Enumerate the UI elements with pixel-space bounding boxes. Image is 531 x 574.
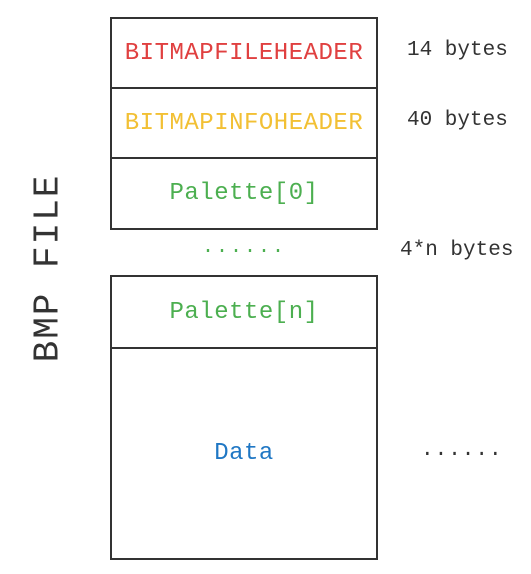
data-size: ...... <box>421 439 503 462</box>
bitmapfileheader-segment: BITMAPFILEHEADER <box>112 19 376 89</box>
data-block: Palette[n] Data <box>110 275 378 560</box>
bmp-file-title: BMP FILE <box>27 173 69 363</box>
data-segment: Data <box>214 440 274 467</box>
palette-last-segment: Palette[n] <box>112 277 376 349</box>
header-block: BITMAPFILEHEADER BITMAPINFOHEADER Palett… <box>110 17 378 230</box>
info-header-size: 40 bytes <box>407 109 508 132</box>
bitmapinfoheader-segment: BITMAPINFOHEADER <box>112 89 376 159</box>
palette-size: 4*n bytes <box>400 239 514 262</box>
palette-first-segment: Palette[0] <box>169 180 319 207</box>
file-header-size: 14 bytes <box>407 39 508 62</box>
palette-ellipsis: ...... <box>201 236 286 259</box>
